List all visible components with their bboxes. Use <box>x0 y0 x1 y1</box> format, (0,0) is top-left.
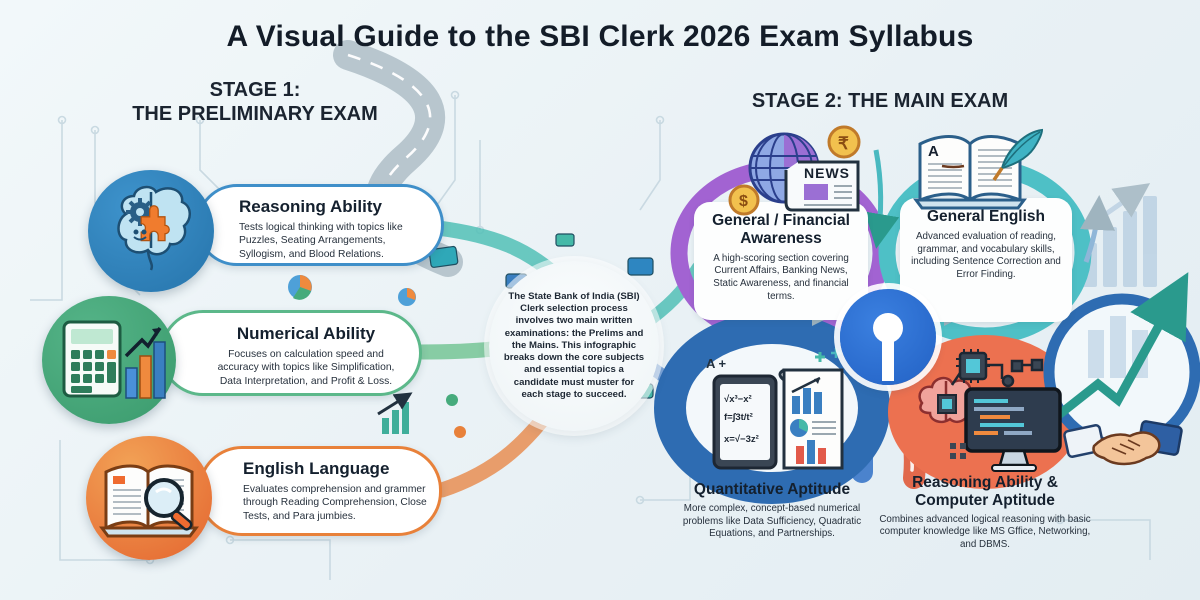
quill-icon <box>992 128 1044 181</box>
chip-icon <box>956 349 990 383</box>
card-title: Numerical Ability <box>236 324 376 343</box>
card-desc: Advanced evaluation of reading, grammar,… <box>911 230 1061 281</box>
stage1-heading-line2: THE PRELIMINARY EXAM <box>132 103 378 125</box>
card-desc: Evaluates comprehension and grammer thro… <box>243 484 427 522</box>
svg-text:√x³−x²: √x³−x² <box>724 394 752 405</box>
newspaper-icon: NEWS <box>784 160 860 212</box>
svg-text:A +: A + <box>706 356 727 371</box>
card-title: Reasoning Ability & Computer Aptitude <box>912 474 1058 509</box>
card-desc: Focuses on calculation speed and accurac… <box>217 349 395 387</box>
card-title: Quantitative Aptitude <box>693 481 851 498</box>
mini-growth-chart-icon <box>377 392 413 434</box>
card-numerical-ability: Numerical Ability Focuses on calculation… <box>160 310 422 396</box>
intro-text: The State Bank of India (SBI) Clerk sele… <box>503 290 645 400</box>
card-desc: Combines advanced logical reasoning with… <box>879 513 1091 551</box>
card-title: English Language <box>243 459 390 478</box>
globe-news-coins-icon: NEWS ₹ $ <box>726 124 871 225</box>
sbi-logo-hole <box>873 313 903 343</box>
card-reasoning-computer-aptitude: Reasoning Ability & Computer Aptitude Co… <box>878 474 1092 552</box>
card-quantitative-aptitude: Quantitative Aptitude More complex, conc… <box>672 481 872 541</box>
stage1-heading-line1: STAGE 1: <box>209 79 301 101</box>
card-desc: Tests logical thinking with topics like … <box>239 222 403 260</box>
svg-text:f=∫3t/t²: f=∫3t/t² <box>724 412 753 423</box>
brain-gear-puzzle-icon <box>88 170 214 292</box>
card-general-english: General English Advanced evaluation of r… <box>900 198 1072 322</box>
rupee-coin-icon: ₹ <box>827 125 861 159</box>
magnifier-icon <box>144 478 193 531</box>
svg-text:NEWS: NEWS <box>804 165 850 181</box>
card-title: General English <box>926 208 1045 225</box>
svg-text:x=√−3z²: x=√−3z² <box>724 434 759 445</box>
svg-text:A: A <box>928 143 939 160</box>
dollar-coin-icon: $ <box>728 184 760 216</box>
formula-tablet-icon: √x³−x² f=∫3t/t² x=√−3z² <box>712 374 778 470</box>
brain-computer-chip-icon <box>908 345 1068 480</box>
stage2-heading: STAGE 2: THE MAIN EXAM <box>751 90 1009 112</box>
card-desc: More complex, concept-based numerical pr… <box>682 502 862 540</box>
card-reasoning-ability: Reasoning Ability Tests logical thinking… <box>196 184 444 266</box>
mini-pie-icon <box>288 275 416 306</box>
stage1-heading: STAGE 1: THE PRELIMINARY EXAM <box>70 78 440 126</box>
chart-document-icon <box>778 368 844 470</box>
svg-text:$: $ <box>739 193 748 210</box>
open-book-quill-icon: A <box>906 122 1046 219</box>
card-title: Reasoning Ability <box>239 197 382 216</box>
smile-icon <box>133 229 147 241</box>
svg-text:₹: ₹ <box>838 134 849 153</box>
page-title: A Visual Guide to the SBI Clerk 2026 Exa… <box>226 20 974 53</box>
math-formulas-charts-icon: A + √x³−x² f=∫3t/t² x=√−3z² <box>700 340 850 480</box>
sbi-logo-slot <box>882 339 894 381</box>
intro-circle: The State Bank of India (SBI) Clerk sele… <box>489 261 659 431</box>
sbi-logo-icon <box>840 289 936 385</box>
growth-bars-icon <box>124 327 166 399</box>
card-desc: A high-scoring section covering Current … <box>713 252 849 302</box>
calculator-growth-chart-icon <box>42 296 176 424</box>
open-book-magnifier-icon <box>86 436 212 560</box>
computer-monitor-icon <box>964 387 1062 472</box>
card-english-language: English Language Evaluates comprehension… <box>198 446 442 536</box>
handshake-icon <box>1029 272 1200 466</box>
card-title: General / Financial Awareness <box>712 212 850 247</box>
